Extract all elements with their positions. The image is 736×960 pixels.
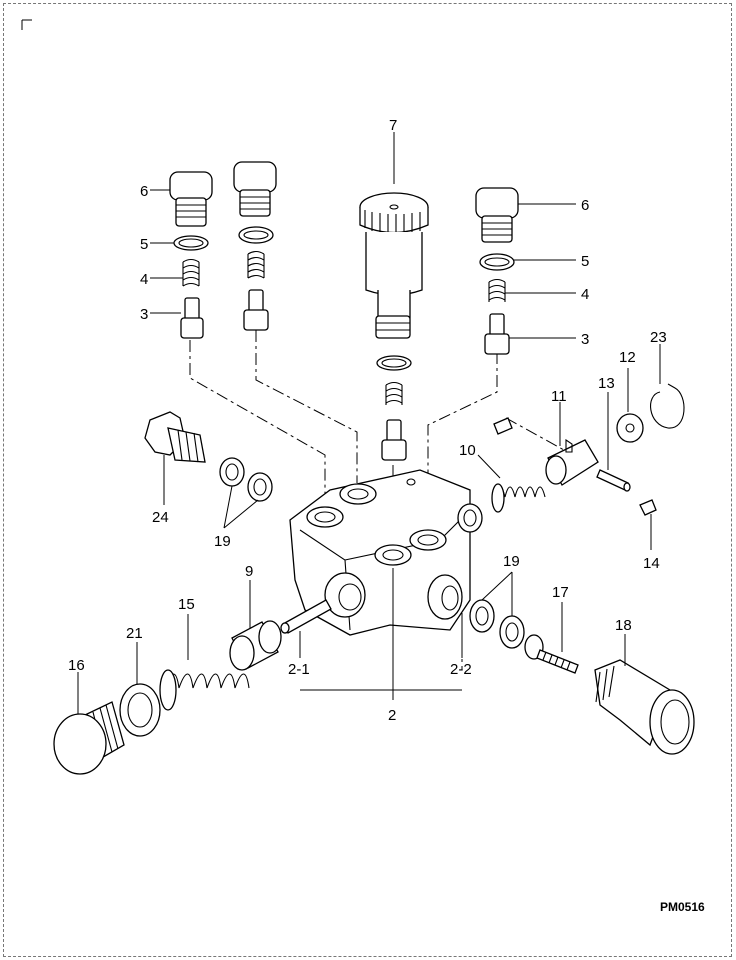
page-frame (3, 3, 732, 957)
right-plug-assembly (475, 187, 519, 355)
label-6-right: 6 (581, 197, 589, 214)
label-16: 16 (68, 657, 85, 674)
label-17: 17 (552, 584, 569, 601)
pin-14 (639, 499, 657, 516)
label-10: 10 (459, 442, 476, 459)
valve-3-left (180, 297, 204, 339)
label-2: 2 (388, 707, 396, 724)
label-14: 14 (643, 555, 660, 572)
spring-4-left (182, 258, 200, 287)
label-2-1: 2-1 (288, 661, 310, 678)
corner-mark (21, 19, 32, 30)
plug-16 (53, 701, 125, 775)
leader-lines (77, 132, 661, 714)
label-5-left: 5 (140, 236, 148, 253)
plug-18 (594, 659, 695, 755)
label-24: 24 (152, 509, 169, 526)
label-15: 15 (178, 596, 195, 613)
label-4-left: 4 (140, 271, 148, 288)
label-19-right: 19 (503, 553, 520, 570)
label-13: 13 (598, 375, 615, 392)
label-3-right: 3 (581, 331, 589, 348)
label-5-right: 5 (581, 253, 589, 270)
pin-2-1 (280, 599, 332, 634)
roller-12 (616, 413, 644, 443)
label-19-left: 19 (214, 533, 231, 550)
label-9: 9 (245, 563, 253, 580)
label-23: 23 (650, 329, 667, 346)
spring-15 (159, 669, 250, 711)
pin-13 (596, 469, 631, 492)
seal-2-2 (457, 503, 483, 533)
washer-21 (119, 683, 161, 737)
label-11: 11 (551, 388, 567, 405)
second-plug-assembly (233, 161, 277, 331)
piston-11 (545, 438, 599, 486)
label-12: 12 (619, 349, 636, 366)
plunger-9 (229, 620, 282, 671)
label-21: 21 (126, 625, 143, 642)
part-labels: 6 5 4 3 7 6 5 4 3 23 12 13 11 10 14 24 1… (68, 117, 667, 724)
left-plug-assembly (169, 171, 213, 339)
label-4-right: 4 (581, 286, 589, 303)
plug-cap-6-left (169, 171, 213, 227)
washers-19-left (219, 457, 273, 502)
label-7: 7 (389, 117, 397, 134)
label-6-left: 6 (140, 183, 148, 200)
o-ring-5-left (173, 235, 209, 251)
label-18: 18 (615, 617, 632, 634)
document-code: PM0516 (660, 900, 705, 914)
label-2-2: 2-2 (450, 661, 472, 678)
spring-10 (491, 483, 546, 513)
washers-19-right (469, 599, 525, 649)
label-3-left: 3 (140, 306, 148, 323)
filter-cup-7 (359, 192, 429, 461)
pump-body-2 (289, 469, 471, 636)
pin-upper (493, 417, 513, 435)
snap-ring-23 (650, 383, 685, 429)
screw-17 (524, 634, 579, 674)
plug-24 (144, 411, 206, 463)
